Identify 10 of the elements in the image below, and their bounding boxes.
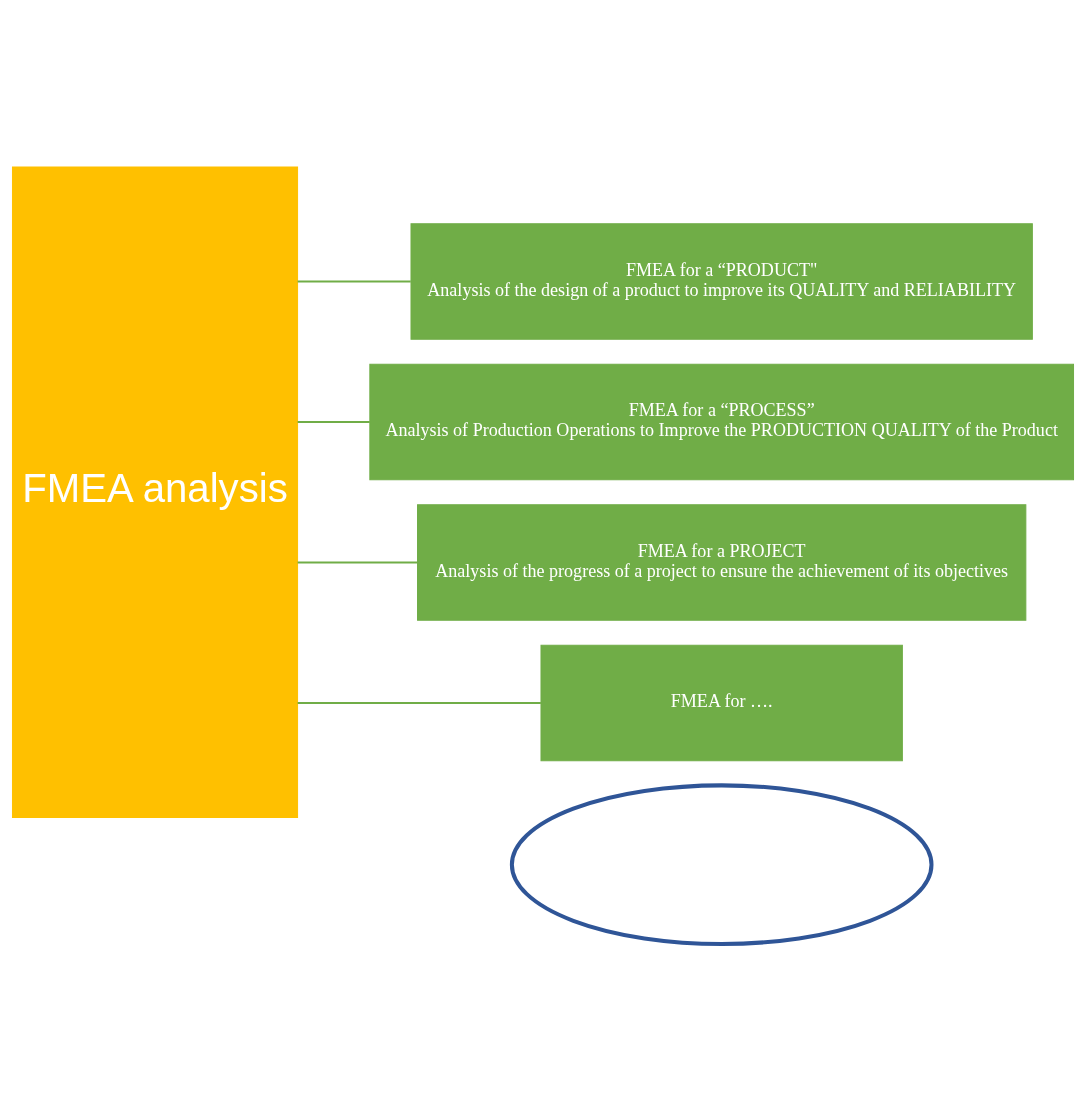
connector [297,561,418,564]
connector [297,280,411,283]
node-box: FMEA for a “PROCESS” Analysis of Production Operations to Improve the PRODUCTION QUALITY of the Product [369,363,1075,481]
node-box: FMEA for …. [540,644,903,762]
connector [297,702,541,705]
node-box: FMEA for a PROJECT Analysis of the progress of a project to ensure the achievement of its objectives [417,504,1027,621]
connector [297,421,370,423]
node-box: FMEA for a “PRODUCT" Analysis of the design of a product to improve its QUALITY and RELIABILITY [410,223,1033,340]
node-ellipse [509,783,934,946]
node-box: FMEA analysis [11,166,299,818]
